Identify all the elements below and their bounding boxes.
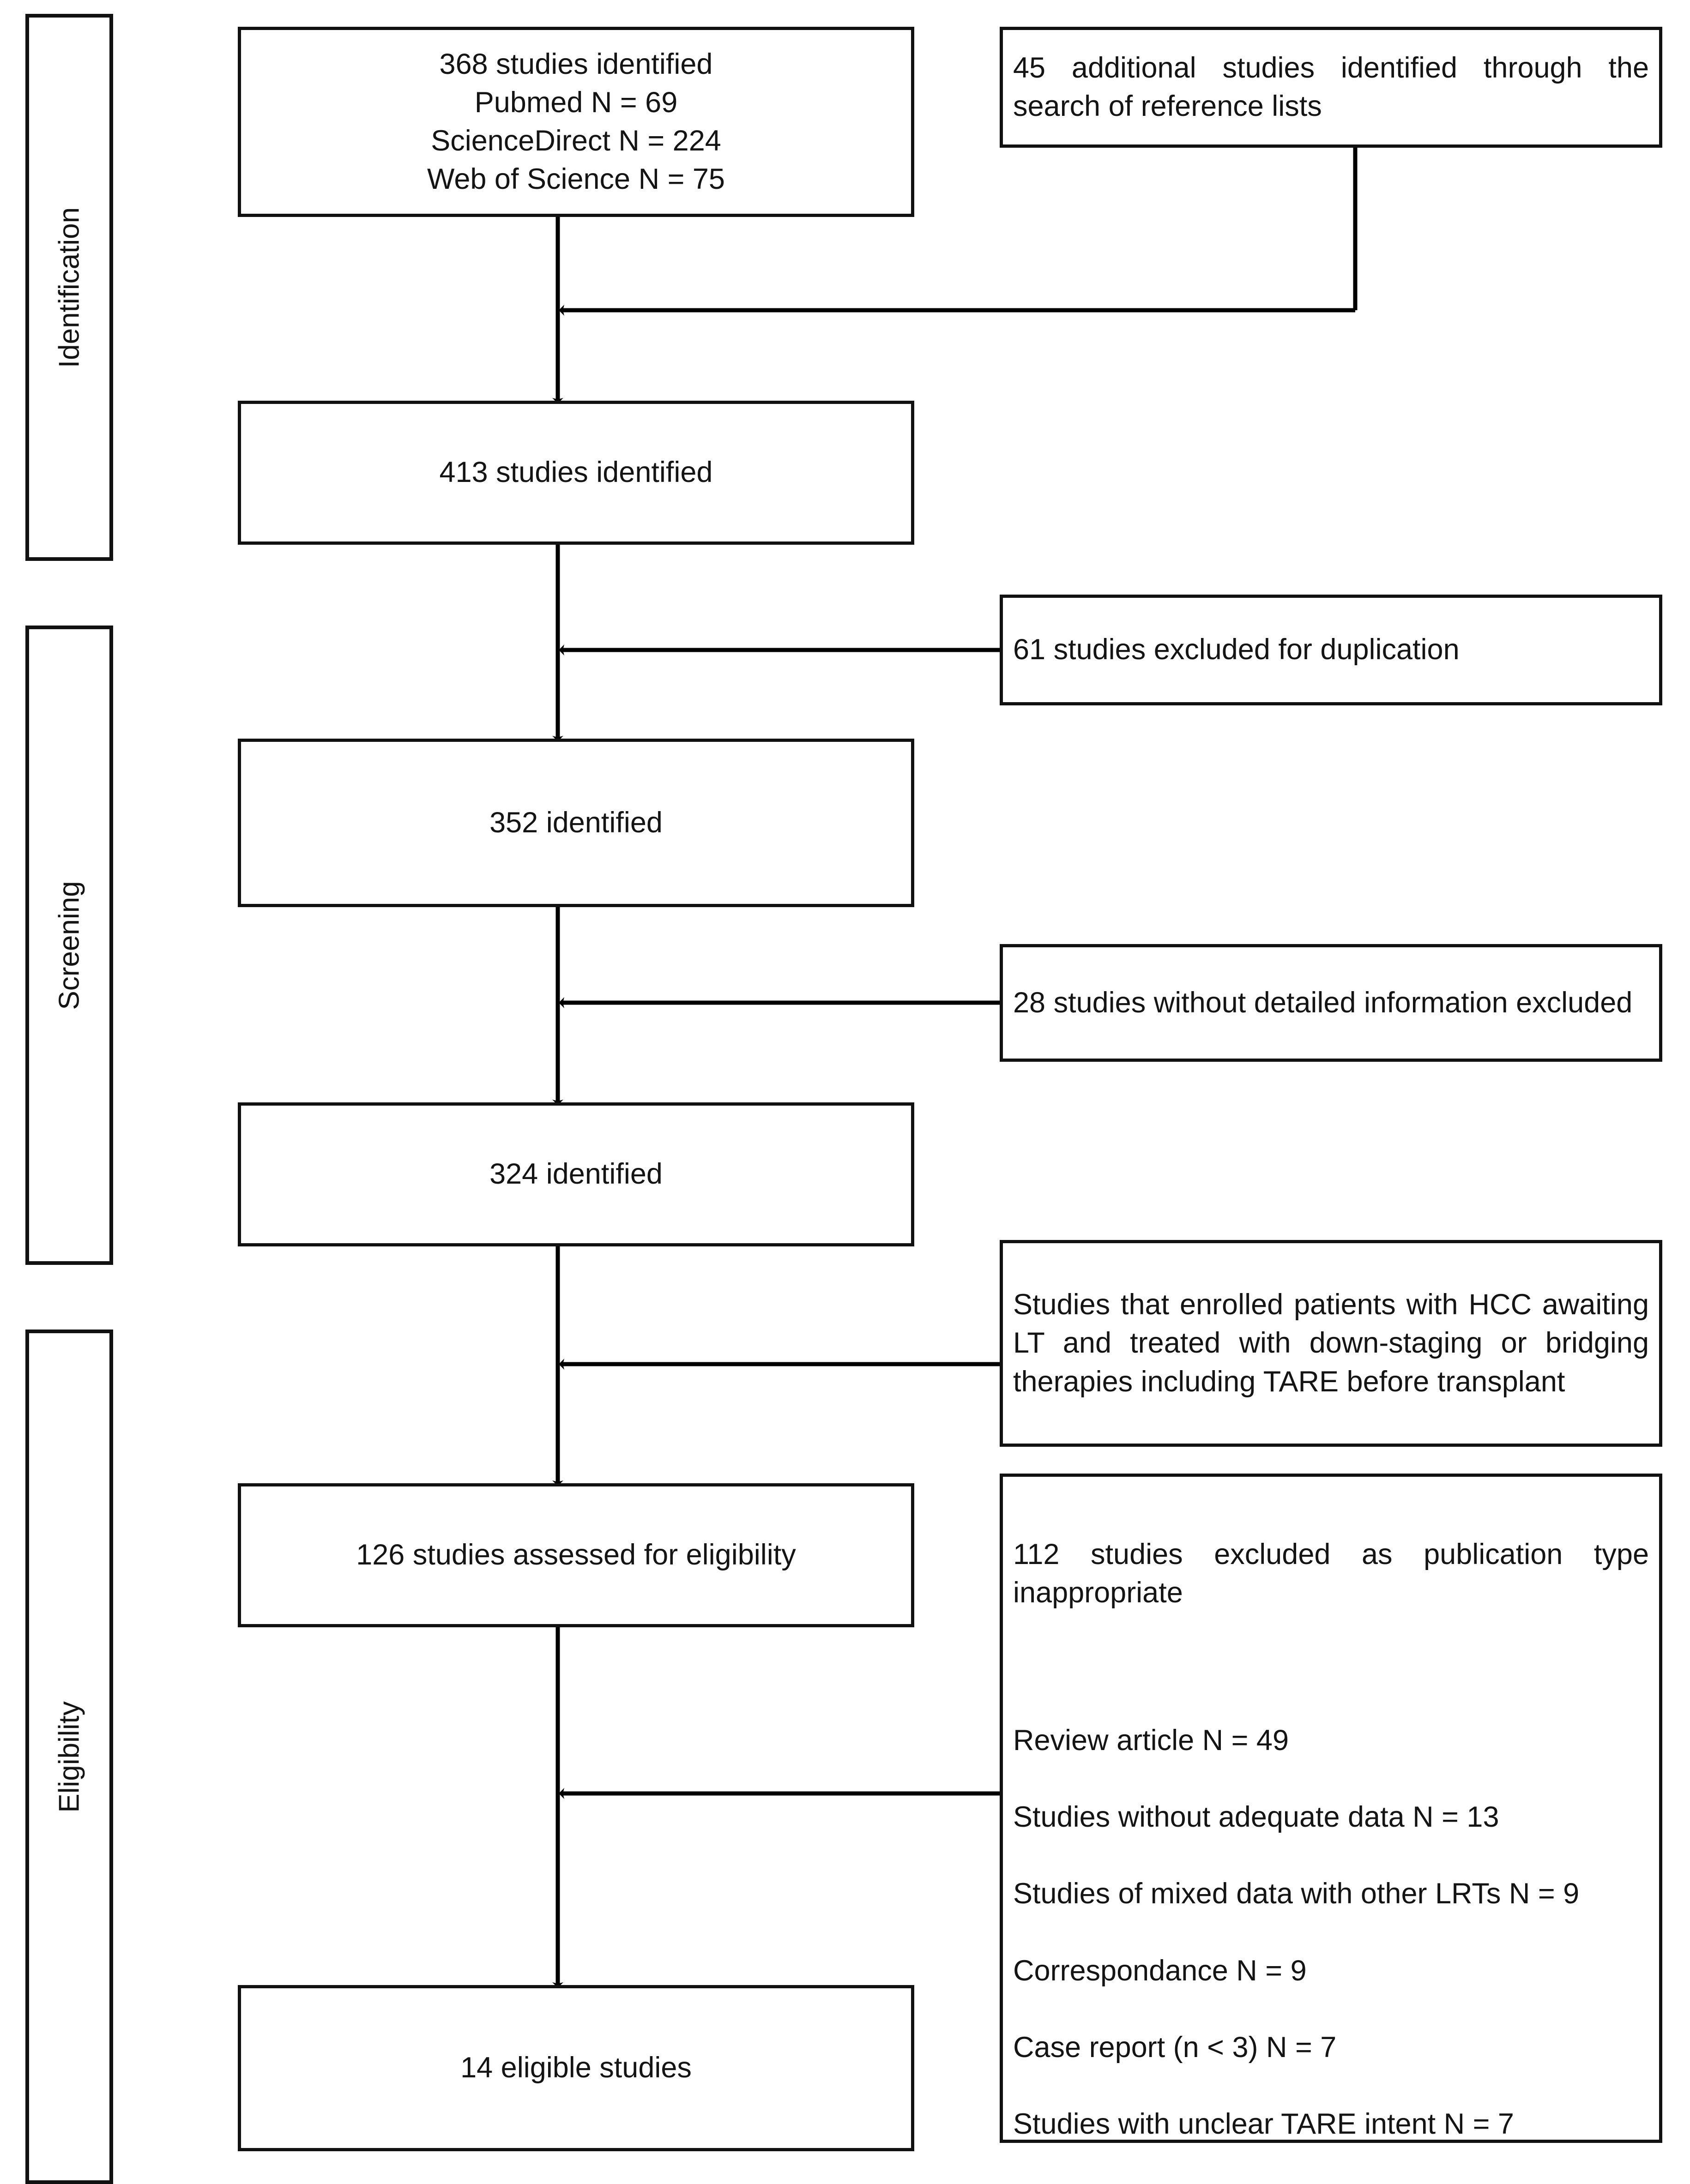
box-inclusion-criteria: Studies that enrolled patients with HCC … (1000, 1240, 1662, 1447)
exclusion-reason-item: Studies with unclear TARE intent N = 7 (1013, 2108, 1514, 2141)
stage-rail-identification: Identification (25, 14, 113, 561)
box-duplicates-excluded-text: 61 studies excluded for duplication (1013, 633, 1460, 666)
box-additional-studies: 45 additional studies identified through… (1000, 27, 1662, 148)
box-publication-excluded: 112 studies excluded as publication type… (1000, 1474, 1662, 2143)
exclusion-reason-item: Correspondance N = 9 (1013, 1954, 1307, 1987)
box-eligible-studies-text: 14 eligible studies (460, 2052, 692, 2084)
exclusion-reason-item: Studies of mixed data with other LRTs N … (1013, 1877, 1580, 1910)
stage-rail-screening: Screening (25, 626, 113, 1265)
exclusion-reason-item: Case report (n < 3) N = 7 (1013, 2031, 1337, 2064)
box-duplicates-excluded: 61 studies excluded for duplication (1000, 595, 1662, 705)
exclusion-reason-list: Review article N = 49 Studies without ad… (1013, 1683, 1649, 2141)
box-no-detail-excluded: 28 studies without detailed information … (1000, 944, 1662, 1062)
box-publication-excluded-heading: 112 studies excluded as publication type… (1013, 1538, 1649, 1609)
box-assessed-for-eligibility: 126 studies assessed for eligibility (238, 1483, 914, 1627)
box-additional-studies-text: 45 additional studies identified through… (1013, 51, 1649, 122)
box-sources-text: 368 studies identified Pubmed N = 69 Sci… (427, 48, 725, 196)
stage-label-identification: Identification (53, 207, 85, 368)
box-after-duplicates-text: 352 identified (489, 806, 663, 839)
box-total-identified: 413 studies identified (238, 401, 914, 545)
box-after-duplicates: 352 identified (238, 739, 914, 907)
box-eligible-studies: 14 eligible studies (238, 1985, 914, 2151)
box-inclusion-criteria-text: Studies that enrolled patients with HCC … (1013, 1288, 1649, 1398)
box-no-detail-excluded-text: 28 studies without detailed information … (1013, 986, 1633, 1019)
box-sources: 368 studies identified Pubmed N = 69 Sci… (238, 27, 914, 217)
box-assessed-for-eligibility-text: 126 studies assessed for eligibility (356, 1539, 796, 1571)
stage-rail-eligibility: Eligibility (25, 1330, 113, 2184)
stage-label-screening: Screening (53, 880, 85, 1010)
box-after-detail: 324 identified (238, 1102, 914, 1246)
exclusion-reason-item: Review article N = 49 (1013, 1724, 1289, 1757)
stage-label-eligibility: Eligibility (53, 1701, 85, 1813)
box-total-identified-text: 413 studies identified (439, 456, 713, 489)
box-after-detail-text: 324 identified (489, 1158, 663, 1191)
exclusion-reason-item: Studies without adequate data N = 13 (1013, 1801, 1499, 1834)
